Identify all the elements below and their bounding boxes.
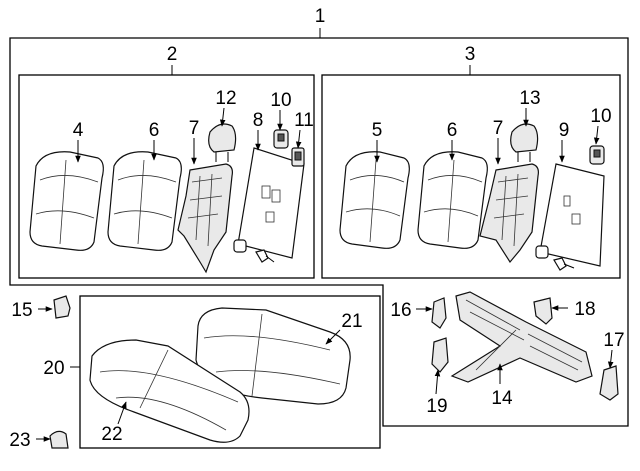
latch-cover-10-right [589, 145, 605, 165]
callout-2: 2 [167, 44, 178, 65]
callout-19: 19 [426, 396, 447, 417]
seatback-cover-4 [29, 151, 104, 251]
cushion-cover-21 [195, 307, 351, 405]
callout-18: 18 [574, 299, 595, 320]
callout-1: 1 [315, 6, 326, 27]
left-seatback-box [18, 74, 315, 279]
callout-4: 4 [73, 120, 84, 141]
callout-8: 8 [253, 110, 264, 131]
seatback-frame-7-right [479, 163, 539, 264]
callout-10-left: 10 [270, 90, 291, 111]
callout-20: 20 [43, 358, 64, 379]
callout-10-right: 10 [590, 106, 611, 127]
cushion-cover-22 [89, 339, 250, 443]
trim-cap-15 [53, 295, 71, 319]
callout-3: 3 [465, 44, 476, 65]
callout-7-left: 7 [189, 118, 200, 139]
callout-labels: 1 2 3 4 5 6 6 7 7 8 9 10 10 11 12 13 14 … [9, 6, 624, 451]
latch-cover-10-left [273, 129, 289, 149]
back-panel-8 [237, 147, 305, 259]
bracket-17 [599, 365, 619, 401]
callout-12: 12 [215, 88, 236, 109]
seatback-cover-6-left [107, 151, 182, 251]
callout-7-right: 7 [493, 118, 504, 139]
seatback-frame-7-left [177, 163, 233, 274]
callout-11: 11 [294, 110, 314, 131]
callout-6-left: 6 [149, 120, 160, 141]
bracket-18 [533, 297, 553, 325]
callout-17: 17 [603, 330, 624, 351]
headrest-13 [510, 123, 539, 162]
callout-14: 14 [491, 388, 513, 409]
bracket-16 [431, 297, 447, 329]
callout-9: 9 [559, 120, 570, 141]
leader-lines [36, 107, 614, 442]
bushing-and-bolt-left [233, 239, 275, 263]
clip-23 [49, 430, 69, 449]
callout-22: 22 [101, 424, 122, 445]
seat-frame-14 [450, 291, 593, 383]
seatback-cover-6-right [417, 151, 488, 249]
callout-15: 15 [11, 300, 32, 321]
seatback-cover-5 [339, 151, 410, 249]
bracket-19 [431, 337, 449, 373]
back-panel-9 [539, 163, 605, 267]
bushing-and-bolt-right [535, 245, 575, 271]
right-seatback-box [321, 74, 621, 279]
callout-5: 5 [372, 120, 383, 141]
callout-16: 16 [390, 300, 411, 321]
callout-6-right: 6 [447, 120, 458, 141]
callout-13: 13 [519, 88, 540, 109]
callout-23: 23 [9, 430, 30, 451]
assembly-frames [9, 28, 629, 449]
bezel-11 [291, 147, 305, 167]
outer-frame [9, 37, 629, 427]
callout-21: 21 [341, 311, 362, 332]
headrest-12 [208, 123, 237, 162]
cushion-box [79, 295, 381, 449]
